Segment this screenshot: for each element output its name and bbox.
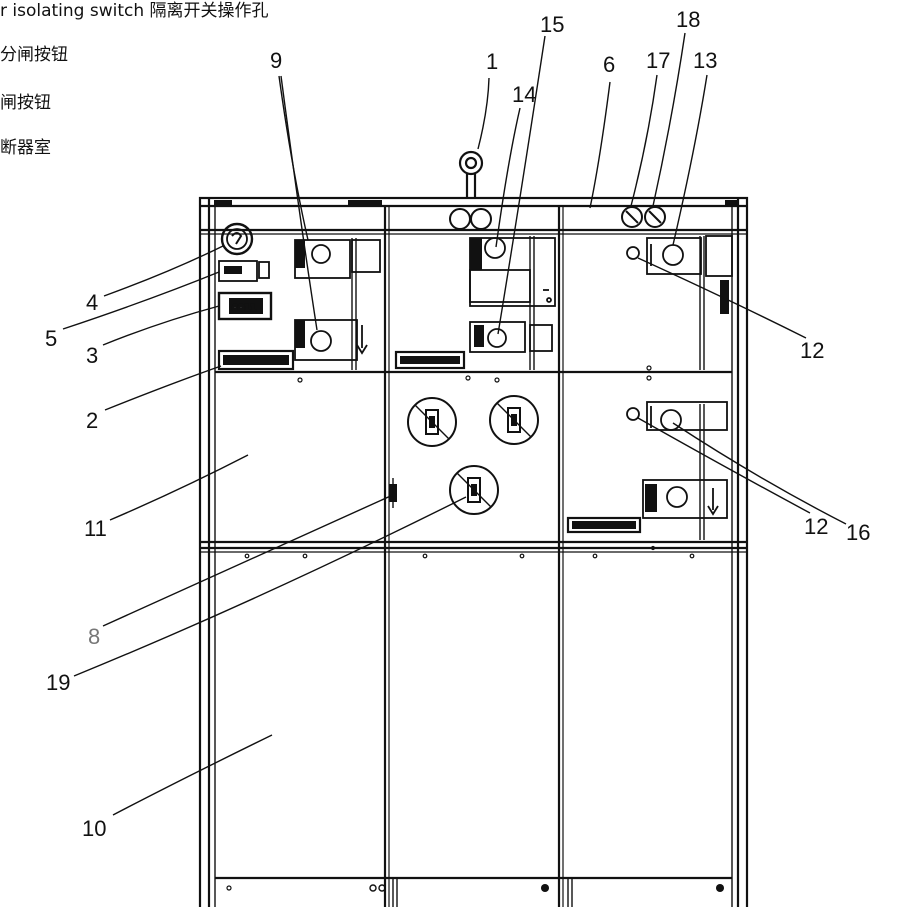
callout-6: 6 <box>603 52 615 77</box>
callout-19: 19 <box>46 670 70 695</box>
cabinet-frame <box>198 196 749 907</box>
right-upper-panel <box>626 235 733 370</box>
callout-10: 10 <box>82 816 106 841</box>
callout-15: 15 <box>540 12 564 37</box>
callout-12-lower: 12 <box>804 514 828 539</box>
operating-hole-bottom <box>449 465 499 515</box>
callout-11: 11 <box>84 516 107 541</box>
operating-hole-left <box>407 397 457 447</box>
left-upper-panel: 0011 <box>217 222 381 371</box>
legend-item-fuse-chamber: 断器室 <box>0 138 51 158</box>
callout-18: 18 <box>676 7 700 32</box>
callout-1: 1 <box>486 49 498 74</box>
operating-holes <box>389 395 539 515</box>
lifting-eye <box>458 150 484 198</box>
callout-9: 9 <box>270 48 282 73</box>
legend-item-isolating-switch-hole: r isolating switch 隔离开关操作孔 <box>0 1 269 21</box>
counter-display: 0011 <box>232 303 256 314</box>
callout-4: 4 <box>86 290 98 315</box>
callout-16: 16 <box>846 520 870 545</box>
callout-numbers: 1 2 3 4 5 6 8 9 10 11 12 12 13 14 15 16 … <box>45 7 870 841</box>
top-indicator-lamps <box>449 206 666 230</box>
right-lower-panel <box>566 401 728 540</box>
middle-upper-panel <box>394 236 556 370</box>
callout-8: 8 <box>88 624 100 649</box>
callout-17: 17 <box>646 48 670 73</box>
callout-13: 13 <box>693 48 717 73</box>
legend-item-open-button: 分闸按钮 <box>0 45 68 65</box>
callout-5: 5 <box>45 326 57 351</box>
operating-hole-right <box>489 395 539 445</box>
leader-lines <box>62 32 847 816</box>
legend: r isolating switch 隔离开关操作孔 分闸按钮 闸按钮 断器室 <box>0 0 420 160</box>
callout-3: 3 <box>86 343 98 368</box>
callout-2: 2 <box>86 408 98 433</box>
callout-12-upper: 12 <box>800 338 824 363</box>
callout-14: 14 <box>512 82 536 107</box>
legend-item-close-button: 闸按钮 <box>0 93 51 113</box>
